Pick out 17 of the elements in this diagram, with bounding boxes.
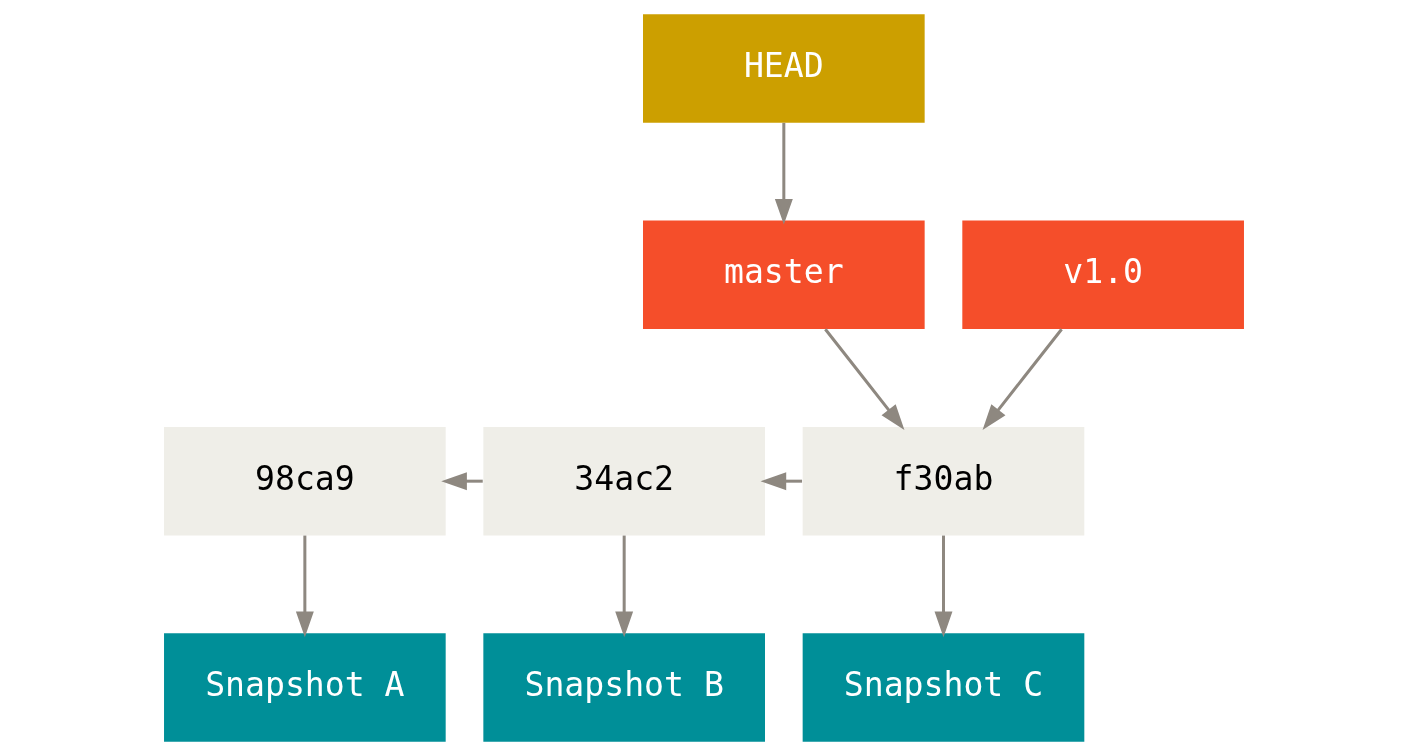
node-box: master <box>642 220 925 330</box>
arrow <box>934 535 952 638</box>
node-box: Snapshot B <box>482 633 765 742</box>
arrow <box>982 328 1063 430</box>
node-box: Snapshot A <box>163 633 446 742</box>
node-box: HEAD <box>642 14 925 123</box>
node-box: 34ac2 <box>482 426 765 536</box>
arrow <box>760 472 802 491</box>
arrow <box>823 328 904 430</box>
arrow <box>440 472 483 491</box>
arrow <box>614 535 633 638</box>
node-box: v1.0 <box>961 220 1244 330</box>
arrow <box>295 535 314 638</box>
arrow <box>774 122 793 225</box>
node-box: 98ca9 <box>163 426 446 536</box>
node-box: Snapshot C <box>802 633 1084 742</box>
node-box: f30ab <box>802 426 1084 536</box>
